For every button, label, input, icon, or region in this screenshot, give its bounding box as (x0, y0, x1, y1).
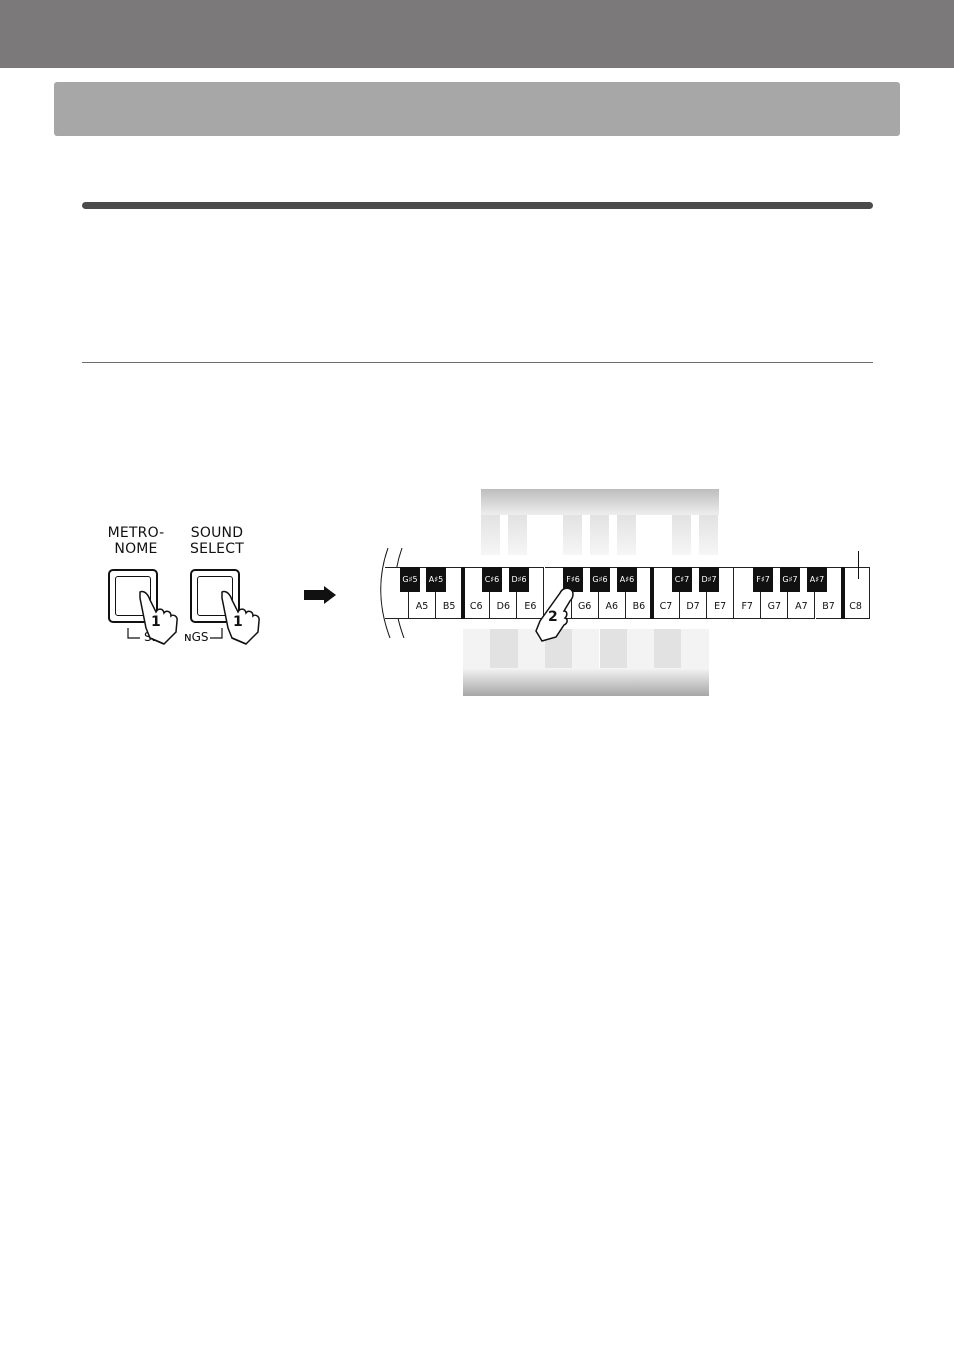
black-key-label: C♯7 (674, 575, 690, 584)
white-key-label: A5 (415, 601, 429, 612)
ghost-white-key (681, 629, 709, 669)
section-divider-thin (82, 362, 873, 363)
octave-divider (650, 567, 654, 619)
white-key-label: B5 (442, 601, 456, 612)
white-key[interactable]: F7 (734, 567, 762, 619)
sound-select-label-line1: SOUND (190, 525, 244, 541)
white-key-label: C7 (659, 601, 673, 612)
ghost-black-key (481, 515, 500, 555)
white-key-label: B7 (822, 601, 835, 612)
ghost-black-key (508, 515, 527, 555)
white-key-label: C6 (469, 601, 483, 612)
ghost-white-key (626, 629, 655, 669)
sound-select-label-line2: SELECT (190, 541, 244, 557)
black-key-label: D♯7 (701, 575, 717, 584)
pointing-hand-icon: 1 (139, 590, 178, 645)
white-key-label: C8 (849, 601, 862, 612)
white-key-label: D7 (686, 601, 700, 612)
keyboard: A5B5C6D6E6F6G6A6B6C7D7E7F7G7A7B7C8G♯5A♯5… (385, 567, 875, 621)
metronome-label-line2: NOME (114, 541, 158, 557)
ghost-black-key (699, 515, 718, 555)
section-title-band (54, 82, 900, 136)
key-highlight-top (481, 489, 719, 515)
finger-number-left: 1 (151, 614, 161, 630)
key-highlight-bottom (463, 668, 709, 696)
ghost-white-key (572, 629, 600, 669)
black-key-label: G♯5 (402, 575, 418, 584)
white-key-label: G7 (767, 601, 782, 612)
white-key-label: E7 (714, 601, 727, 612)
black-key[interactable]: F♯7 (753, 567, 773, 592)
metronome-button[interactable] (108, 569, 158, 623)
octave-divider (841, 567, 845, 619)
settings-label-right: ɴGS (184, 630, 209, 644)
ghost-black-key (617, 515, 636, 555)
ghost-white-key (599, 629, 627, 669)
page-header-band (0, 0, 954, 68)
black-key-label: D♯6 (511, 575, 527, 584)
ghost-white-key (463, 629, 491, 669)
pointing-hand-icon: 1 (221, 590, 260, 645)
black-key[interactable]: C♯7 (672, 567, 692, 592)
black-key[interactable]: G♯5 (400, 567, 420, 592)
section-divider-thick (82, 202, 873, 209)
ghost-white-key (654, 629, 682, 669)
white-key-label: G6 (577, 601, 592, 612)
white-key-label: F7 (741, 601, 753, 612)
black-key[interactable]: F♯6 (563, 567, 583, 592)
black-key-label: F♯6 (566, 575, 580, 584)
black-key-label: G♯7 (782, 575, 798, 584)
settings-bracket (127, 628, 223, 639)
black-key[interactable]: D♯7 (699, 567, 719, 592)
black-key-label: G♯6 (592, 575, 608, 584)
ghost-white-key (490, 629, 518, 669)
octave-divider (461, 567, 465, 619)
white-key-label: A7 (795, 601, 808, 612)
ghost-black-key (672, 515, 691, 555)
black-key-label: A♯5 (428, 575, 444, 584)
black-key[interactable]: G♯6 (590, 567, 610, 592)
white-key-label: A6 (605, 601, 618, 612)
metronome-label: METRO- NOME (104, 525, 168, 557)
black-key[interactable]: A♯7 (807, 567, 827, 592)
ghost-black-key (590, 515, 609, 555)
metronome-label-line1: METRO- (107, 525, 165, 541)
white-key-label: E6 (524, 601, 537, 612)
finger-number-keyboard: 2 (548, 609, 558, 625)
right-arrow-icon (304, 586, 336, 604)
black-key[interactable]: D♯6 (509, 567, 529, 592)
black-key-label: C♯6 (484, 575, 500, 584)
finger-number-right: 1 (233, 614, 243, 630)
white-key-label: D6 (496, 601, 511, 612)
black-key[interactable]: G♯7 (780, 567, 800, 592)
ghost-black-key (563, 515, 582, 555)
black-key-label: A♯7 (809, 575, 825, 584)
white-key-label: B6 (632, 601, 646, 612)
white-key[interactable]: C8 (842, 567, 870, 619)
c8-pointer-line (858, 551, 859, 579)
black-key[interactable]: A♯6 (617, 567, 637, 592)
black-key-label: F♯7 (756, 575, 770, 584)
black-key[interactable]: A♯5 (426, 567, 446, 592)
sound-select-label: SOUND SELECT (185, 525, 249, 557)
pointing-hand-icon: 2 (535, 587, 574, 642)
black-key-label: A♯6 (619, 575, 635, 584)
black-key[interactable]: C♯6 (482, 567, 502, 592)
